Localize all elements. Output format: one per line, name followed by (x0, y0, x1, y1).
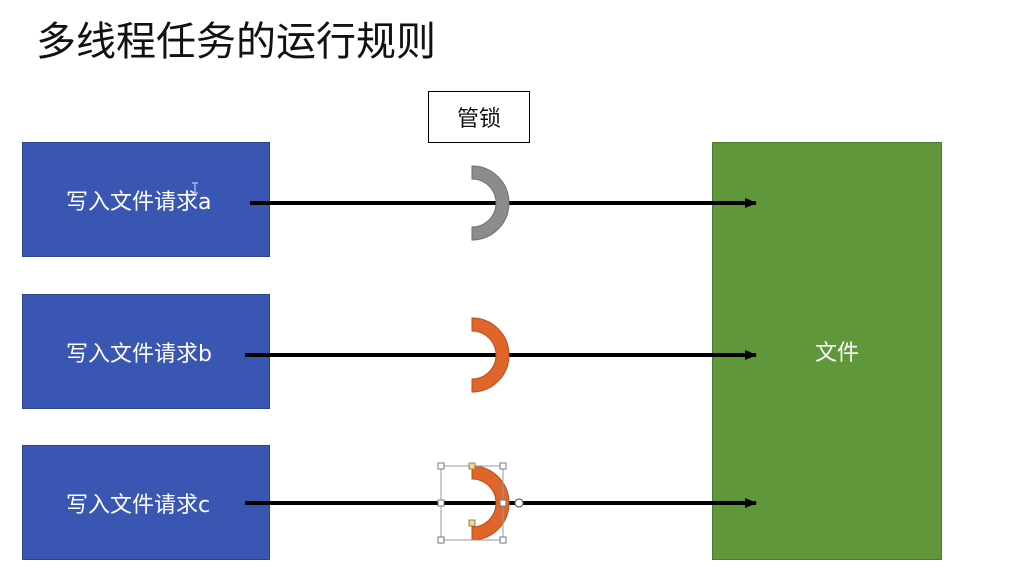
resize-handle-w[interactable] (437, 499, 445, 507)
lock-shape-b[interactable] (471, 317, 510, 393)
resize-handle-s[interactable] (468, 519, 476, 527)
resize-handle-nw[interactable] (437, 462, 445, 470)
text-cursor-icon (192, 182, 198, 194)
request-box-c[interactable]: 写入文件请求c (22, 445, 270, 560)
file-label: 文件 (814, 341, 859, 366)
request-box-b[interactable]: 写入文件请求b (22, 294, 270, 409)
resize-handle-ne[interactable] (499, 462, 507, 470)
request-label-a: 写入文件请求a (66, 189, 212, 215)
lock-shape-a[interactable] (471, 165, 510, 241)
slide-title: 多线程任务的运行规则 (36, 19, 436, 65)
rotate-handle-icon[interactable] (514, 498, 524, 508)
resize-handle-e[interactable] (499, 499, 507, 507)
resize-handle-se[interactable] (499, 536, 507, 544)
resize-handle-n[interactable] (468, 462, 476, 470)
request-label-b: 写入文件请求b (66, 341, 212, 367)
resize-handle-sw[interactable] (437, 536, 445, 544)
request-box-a[interactable]: 写入文件请求a (22, 142, 270, 257)
lock-label-box: 管锁 (428, 91, 530, 143)
request-label-c: 写入文件请求c (66, 492, 211, 518)
lock-label-text: 管锁 (456, 107, 501, 132)
